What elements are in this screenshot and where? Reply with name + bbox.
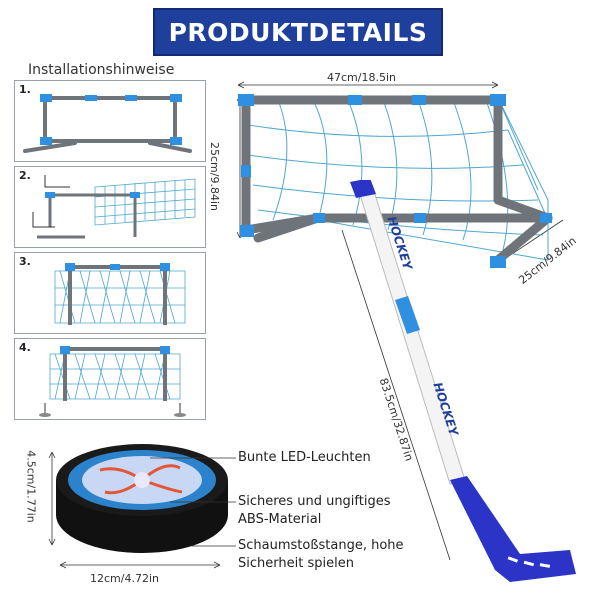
- page-title: PRODUKTDETAILS: [168, 17, 428, 47]
- hover-puck-illustration: [48, 444, 228, 569]
- feature-led: Bunte LED-Leuchten: [238, 449, 371, 467]
- step-1-illustration: [23, 94, 192, 153]
- installation-title: Installationshinweise: [28, 62, 175, 78]
- feature-abs-line-1: Sicheres und ungiftiges: [238, 494, 391, 509]
- step-number: 4.: [19, 341, 31, 354]
- installation-step-4: 4.: [14, 338, 206, 420]
- step-number: 2.: [19, 169, 31, 182]
- step-number: 1.: [19, 83, 31, 96]
- step-3-illustration: [54, 263, 186, 325]
- puck-diameter-label: 12cm/4.72in: [90, 572, 159, 585]
- page-title-banner: PRODUKTDETAILS: [153, 8, 443, 56]
- puck-height-label: 4.5cm/1.77in: [24, 450, 38, 523]
- feature-callout-lines: [150, 457, 236, 547]
- feature-abs-line-2: ABS-Material: [238, 512, 322, 527]
- installation-step-3: 3.: [14, 252, 206, 334]
- step-number: 3.: [19, 255, 31, 268]
- feature-foam: Schaumstoßstange, hohe Sicherheit spiele…: [238, 537, 404, 573]
- feature-foam-line-2: Sicherheit spielen: [238, 556, 354, 571]
- hockey-goal-illustration: [236, 81, 564, 268]
- feature-abs: Sicheres und ungiftiges ABS-Material: [238, 493, 391, 529]
- step-4-illustration: [39, 346, 186, 417]
- step-2-illustration: [32, 175, 196, 239]
- goal-height-label: 25cm/9.84in: [208, 142, 221, 211]
- goal-width-label: 47cm/18.5in: [327, 71, 396, 84]
- installation-step-2: 2.: [14, 166, 206, 248]
- feature-foam-line-1: Schaumstoßstange, hohe: [238, 538, 404, 553]
- hockey-stick-illustration: [341, 180, 576, 582]
- installation-step-1: 1.: [14, 80, 206, 162]
- feature-led-text: Bunte LED-Leuchten: [238, 450, 371, 465]
